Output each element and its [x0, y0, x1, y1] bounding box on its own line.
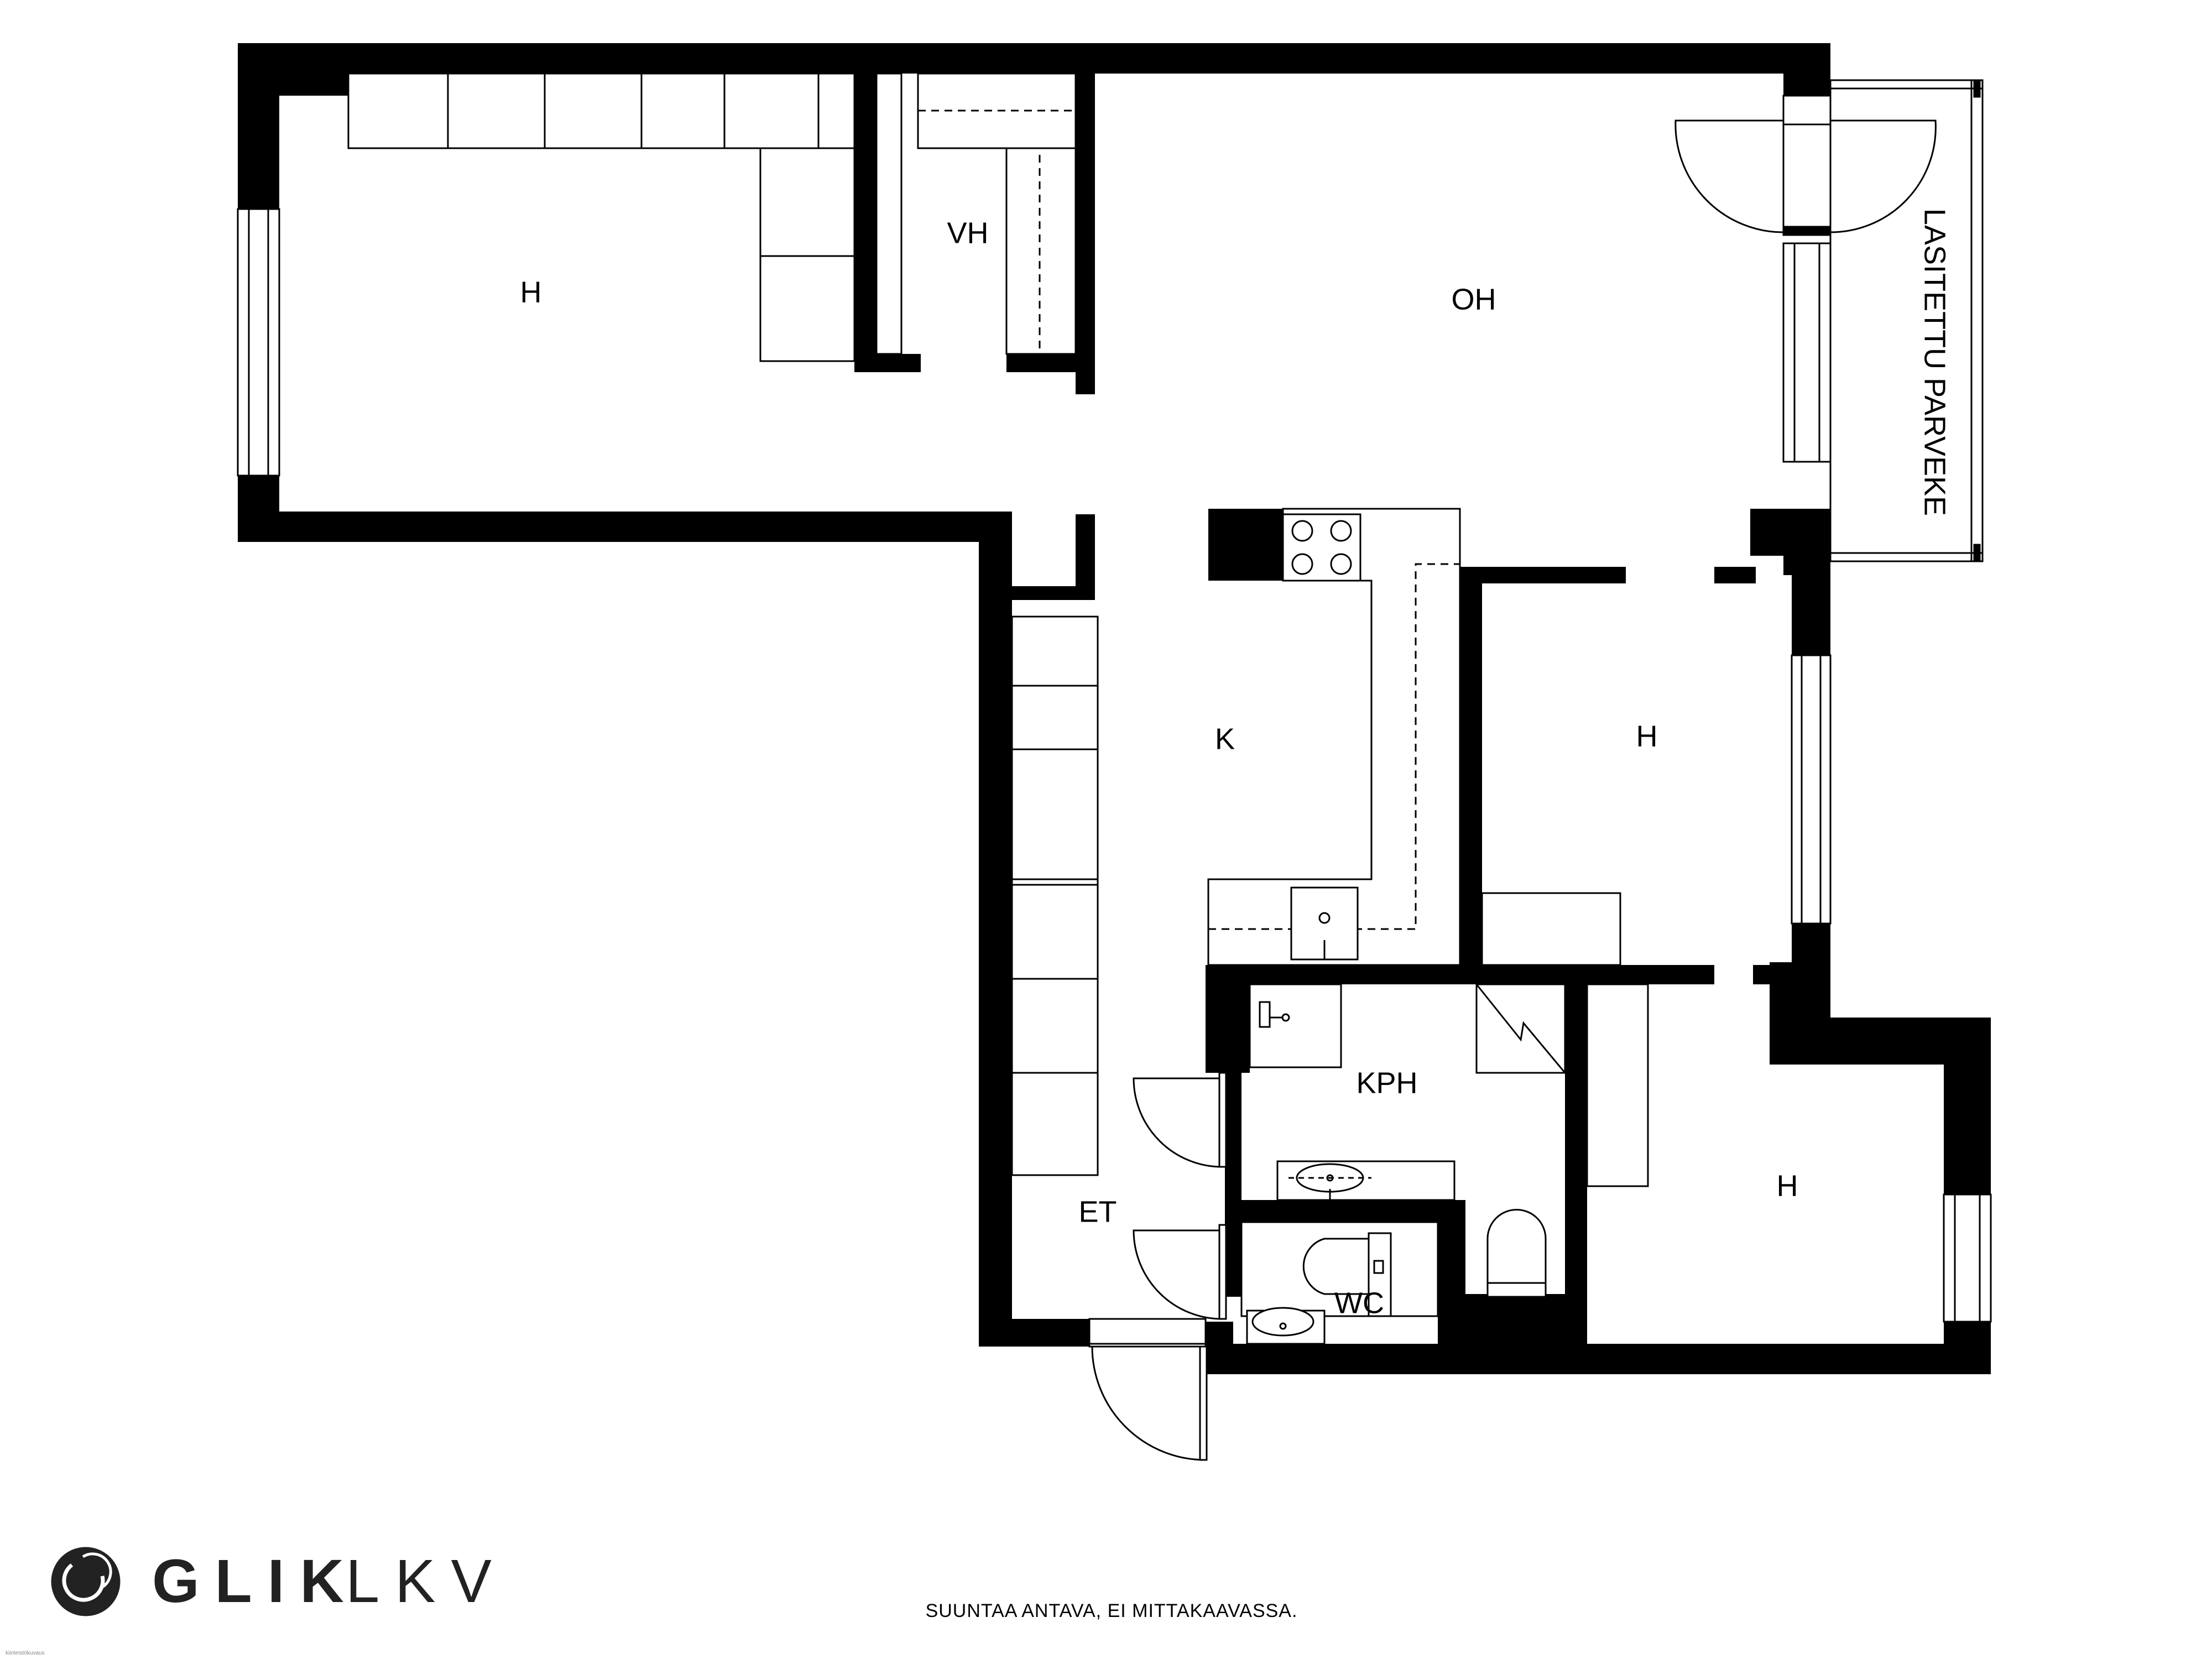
label-toilet: WC [1334, 1286, 1384, 1319]
brand-name-bold: GLIK [152, 1547, 359, 1615]
room-labels: H VH OH K H KPH H ET WC LASITETTU PARVEK… [520, 208, 1952, 1319]
label-entrance: ET [1078, 1195, 1117, 1228]
label-kitchen: K [1215, 722, 1235, 755]
bedroom1-wardrobes [347, 72, 855, 362]
disclaimer-text: SUUNTAA ANTAVA, EI MITTAKAAVASSA. [926, 1600, 1298, 1621]
windows [237, 208, 1992, 1323]
photo-credit: kiinteistökuvaus [6, 1650, 45, 1656]
bathroom-fixtures [1133, 983, 1566, 1298]
label-bathroom: KPH [1356, 1066, 1417, 1099]
balcony [1674, 79, 1984, 562]
bedroom2-fixtures [1481, 892, 1621, 966]
bedroom3-fixtures [1586, 983, 1649, 1187]
brand-name-light: LKV [346, 1547, 507, 1615]
wc-fixtures [1133, 1221, 1439, 1345]
label-balcony: LASITETTU PARVEKE [1918, 208, 1952, 516]
label-bedroom-2: H [1636, 719, 1658, 753]
label-walk-in-closet: VH [947, 216, 988, 249]
label-living-room: OH [1452, 283, 1496, 316]
label-bedroom-3: H [1777, 1169, 1798, 1202]
glik-logo-icon [51, 1547, 121, 1616]
label-bedroom-1: H [520, 275, 542, 309]
closet-fixtures [875, 72, 1077, 355]
walls [238, 43, 1991, 1374]
kitchen-fixtures [1011, 508, 1461, 1176]
entrance-door [1088, 1318, 1208, 1461]
